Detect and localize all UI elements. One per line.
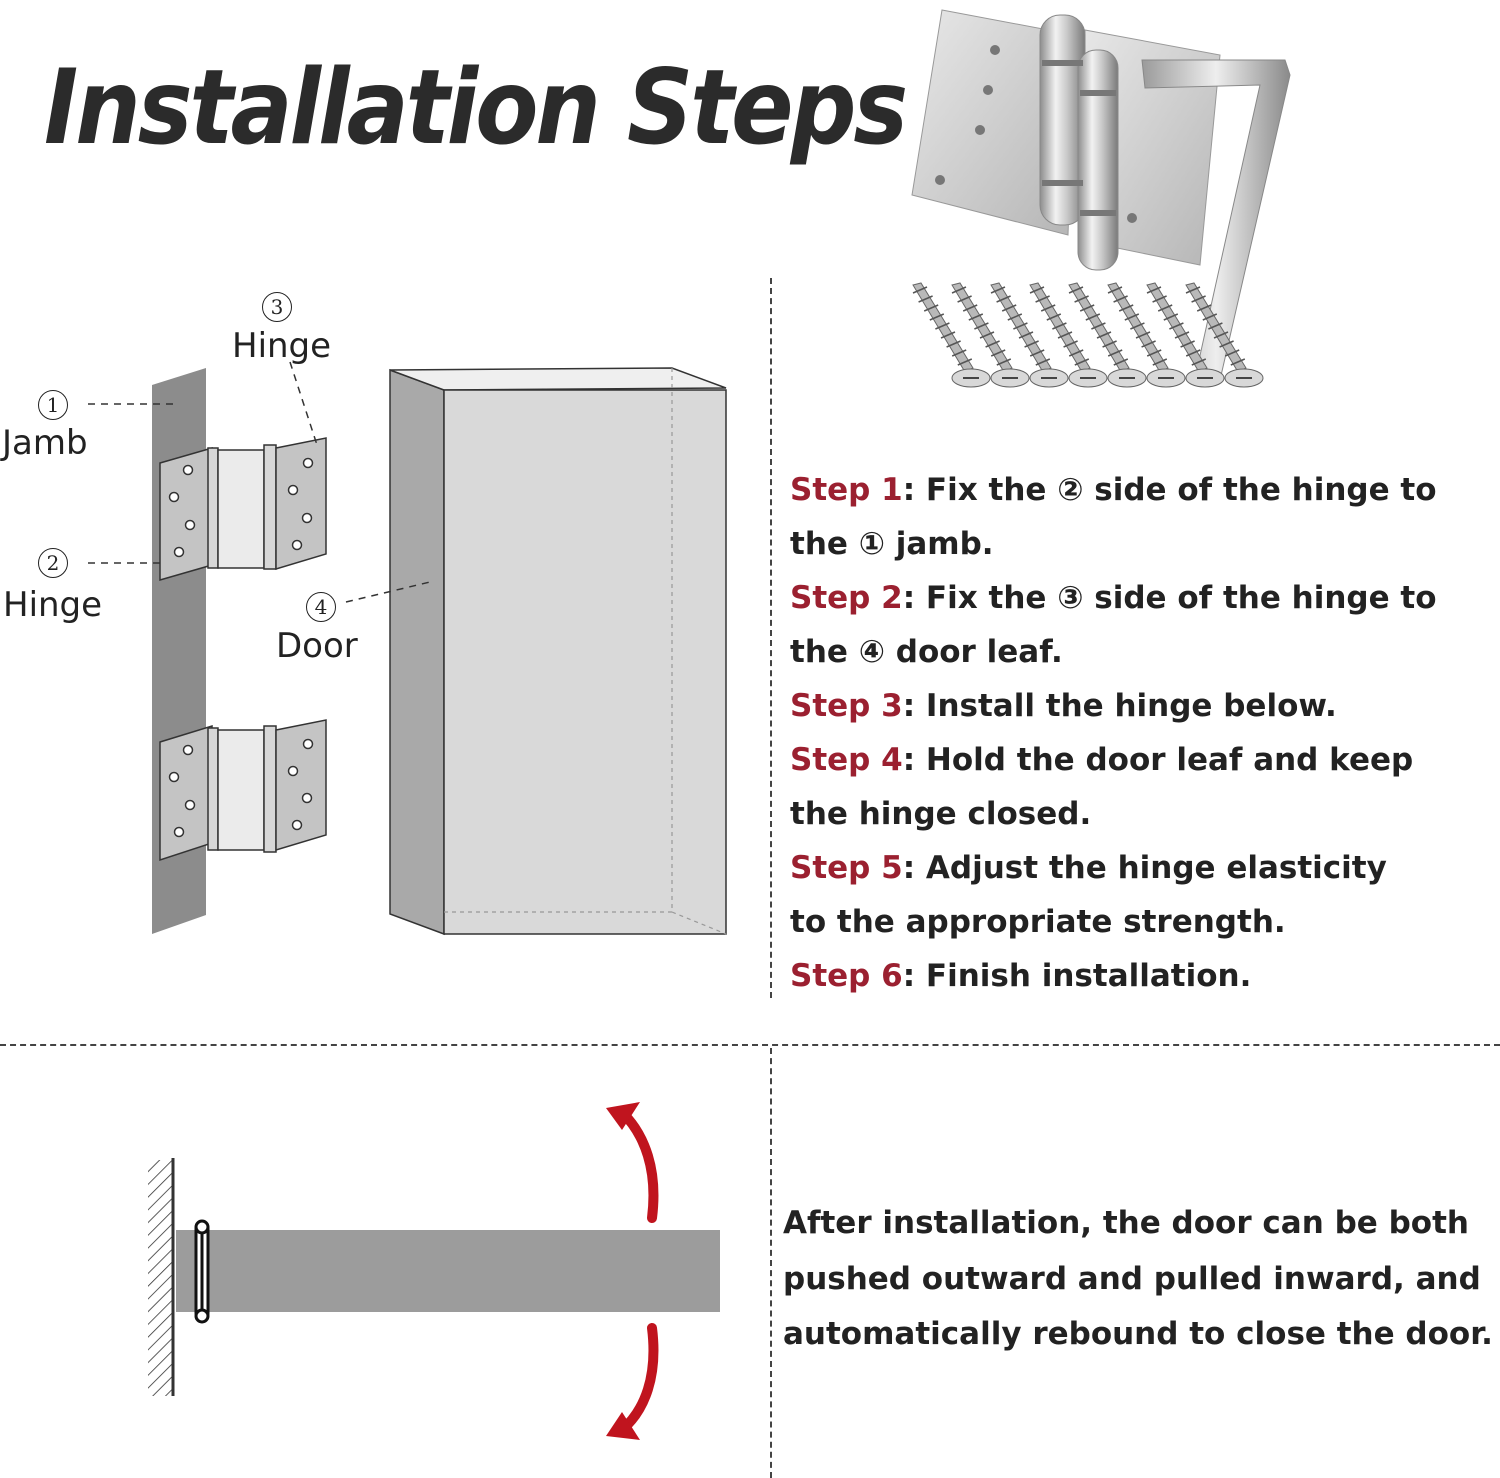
after-line: pushed outward and pulled inward, and <box>783 1260 1481 1297</box>
arrow-up-icon <box>606 1102 659 1223</box>
jamb-number: 1 <box>38 390 68 420</box>
step-4: Step 4: Hold the door leaf and keep <box>790 742 1414 778</box>
product-photo <box>911 9 1291 381</box>
upper-hinge <box>159 437 327 581</box>
step-4-cont: the hinge closed. <box>790 796 1092 832</box>
hinge-jamb-label: Hinge <box>3 585 103 625</box>
circled-number: ② <box>1057 472 1084 508</box>
circled-number: ③ <box>1057 580 1084 616</box>
screws <box>912 282 1264 388</box>
door-swing-diagram <box>148 1102 720 1440</box>
step-label: Step 2 <box>790 580 903 616</box>
hinge-symbol <box>194 1219 210 1324</box>
screw-icon <box>1107 282 1186 388</box>
after-installation-text: After installation, the door can be both… <box>783 1196 1493 1363</box>
screw-icon <box>990 282 1069 388</box>
steps-list: Step 1: Fix the ② side of the hinge to t… <box>790 463 1490 1003</box>
screw-icon <box>1146 282 1225 388</box>
step-3: Step 3: Install the hinge below. <box>790 688 1337 724</box>
circled-number: ① <box>858 526 885 562</box>
step-label: Step 4 <box>790 742 903 778</box>
screw-icon <box>1068 282 1147 388</box>
hinge-installation-diagram <box>88 361 727 936</box>
hinge-door-number: 3 <box>262 292 292 322</box>
step-5-cont: to the appropriate strength. <box>790 904 1286 940</box>
jamb-label: Jamb <box>2 423 88 463</box>
step-label: Step 6 <box>790 958 903 994</box>
horizontal-divider <box>0 1044 1500 1046</box>
screw-icon <box>912 282 991 388</box>
after-line: automatically rebound to close the door. <box>783 1316 1493 1352</box>
wall-hatch <box>148 1160 174 1396</box>
step-label: Step 3 <box>790 688 903 724</box>
circled-number: ④ <box>858 634 885 670</box>
step-5: Step 5: Adjust the hinge elasticity <box>790 850 1387 886</box>
screw-icon <box>1185 282 1264 388</box>
door-number: 4 <box>306 592 336 622</box>
step-2-cont: the ④ door leaf. <box>790 634 1063 670</box>
vertical-divider-top <box>770 278 772 998</box>
step-label: Step 1 <box>790 472 903 508</box>
hinge-door-label: Hinge <box>232 326 332 366</box>
door-label: Door <box>276 626 358 666</box>
page-title: Installation Steps <box>44 48 908 168</box>
step-6: Step 6: Finish installation. <box>790 958 1252 994</box>
step-2: Step 2: Fix the ③ side of the hinge to <box>790 580 1437 616</box>
arrow-down-icon <box>606 1323 659 1440</box>
door-leaf <box>389 367 727 936</box>
step-label: Step 5 <box>790 850 903 886</box>
step-1-cont: the ① jamb. <box>790 526 994 562</box>
vertical-divider-bottom <box>770 1048 772 1478</box>
door-top-view <box>176 1230 720 1312</box>
step-1: Step 1: Fix the ② side of the hinge to <box>790 472 1437 508</box>
hinge-jamb-number: 2 <box>38 548 68 578</box>
after-line: After installation, the door can be both <box>783 1205 1469 1241</box>
screw-icon <box>1029 282 1108 388</box>
spring-hinge-icon <box>911 9 1221 271</box>
screw-icon <box>951 282 1030 388</box>
lower-hinge <box>159 719 327 862</box>
